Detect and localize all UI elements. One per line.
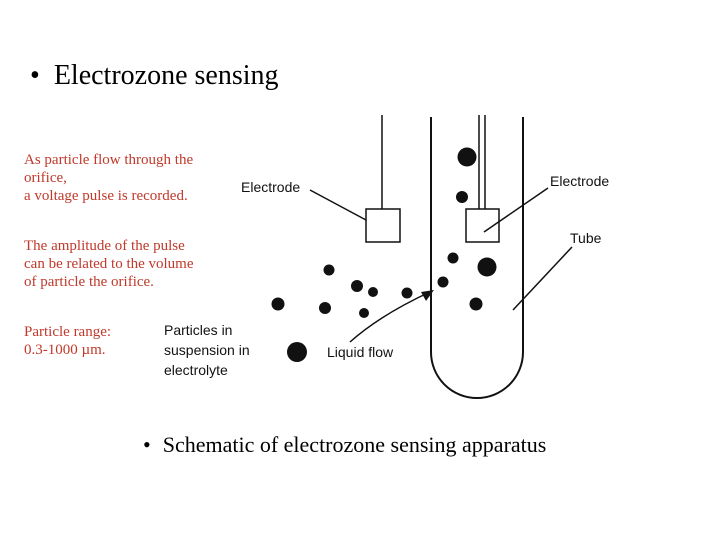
label-particles-line3: electrolyte bbox=[164, 362, 228, 378]
title-text: Electrozone sensing bbox=[53, 60, 279, 91]
electrode-left-plate bbox=[365, 208, 401, 243]
note-line: a voltage pulse is recorded. bbox=[24, 188, 188, 204]
leader-tube bbox=[512, 246, 573, 311]
particle bbox=[437, 276, 449, 288]
liquid-flow-arrow bbox=[349, 290, 433, 343]
label-particles-line1: Particles in bbox=[164, 322, 232, 338]
note-pulse-recorded: As particle flow through the orifice, a … bbox=[24, 151, 193, 205]
note-line: of particle the orifice. bbox=[24, 274, 154, 290]
note-line: As particle flow through the bbox=[24, 152, 194, 168]
particle bbox=[447, 252, 459, 264]
particle bbox=[457, 147, 477, 167]
particle bbox=[469, 297, 483, 311]
tube-outline bbox=[430, 117, 524, 399]
note-line: 0.3-1000 µm. bbox=[24, 342, 106, 358]
particle bbox=[323, 264, 335, 276]
particle bbox=[456, 191, 468, 203]
electrode-right-plate bbox=[465, 208, 500, 243]
slide-title: • Electrozone sensing bbox=[30, 60, 279, 92]
title-bullet: • bbox=[30, 60, 40, 91]
note-line: Particle range: bbox=[24, 324, 112, 340]
particle bbox=[287, 342, 307, 362]
particle bbox=[368, 287, 378, 297]
label-particles-line2: suspension in bbox=[164, 342, 250, 358]
label-liquid-flow: Liquid flow bbox=[327, 344, 394, 360]
diagram-caption: • Schematic of electrozone sensing appara… bbox=[143, 432, 546, 458]
note-line: orifice, bbox=[24, 170, 67, 186]
particle bbox=[271, 297, 285, 311]
note-line: The amplitude of the pulse bbox=[24, 238, 185, 254]
leader-electrode-right bbox=[483, 187, 549, 233]
particle bbox=[477, 257, 497, 277]
particle bbox=[319, 302, 331, 314]
arrowhead bbox=[421, 290, 434, 301]
note-pulse-amplitude: The amplitude of the pulse can be relate… bbox=[24, 237, 194, 291]
particles bbox=[271, 147, 497, 362]
particle bbox=[351, 280, 363, 292]
caption-bullet: • bbox=[143, 432, 151, 457]
label-electrode-right: Electrode bbox=[550, 173, 609, 189]
caption-text: Schematic of electrozone sensing apparat… bbox=[162, 432, 547, 457]
leader-electrode-left bbox=[309, 189, 367, 221]
note-line: can be related to the volume bbox=[24, 256, 194, 272]
particle bbox=[401, 287, 413, 299]
note-particle-range: Particle range: 0.3-1000 µm. bbox=[24, 323, 111, 359]
label-tube: Tube bbox=[570, 230, 602, 246]
label-electrode-left: Electrode bbox=[241, 179, 300, 195]
particle bbox=[359, 308, 369, 318]
